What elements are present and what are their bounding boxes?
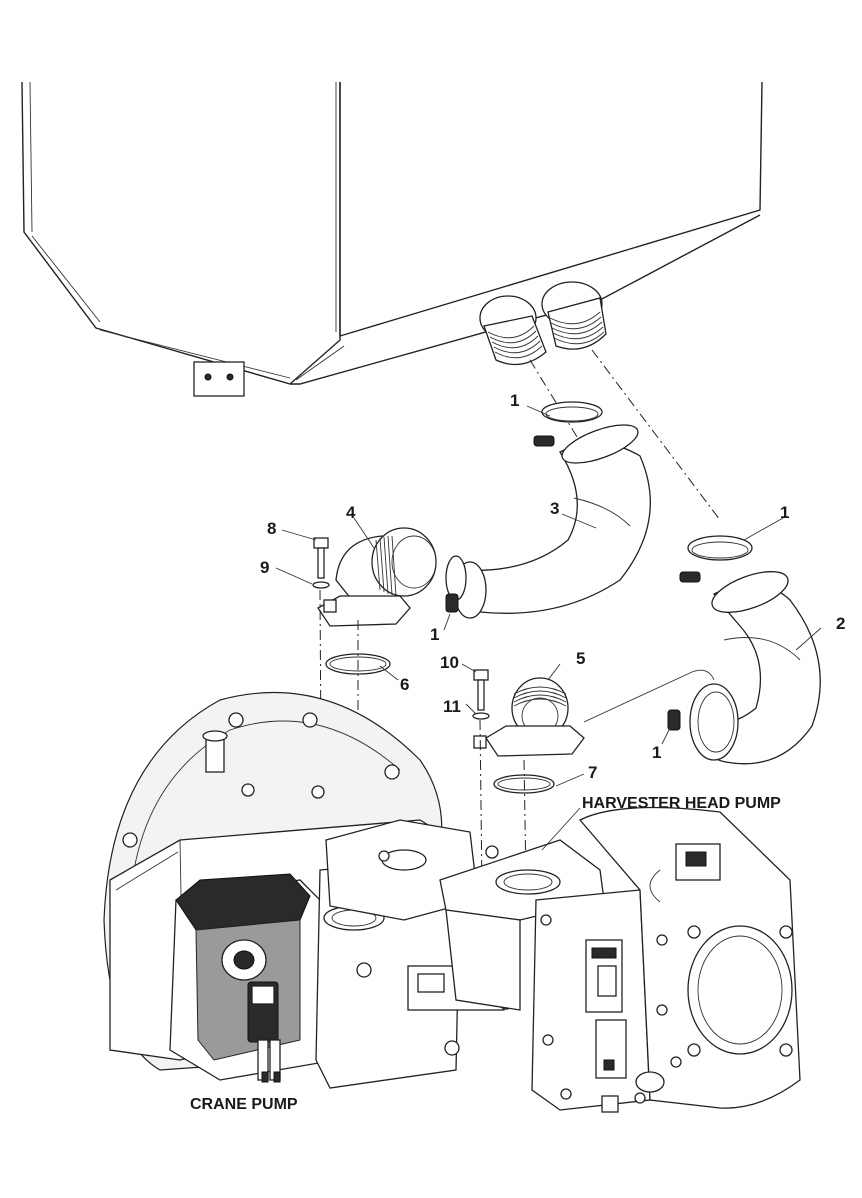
- callout-11: 11: [443, 697, 461, 716]
- callout-4: 4: [346, 503, 356, 522]
- harvester-head-pump-label: HARVESTER HEAD PUMP: [582, 795, 781, 812]
- callout-6: 6: [400, 675, 409, 694]
- callout-1-top: 1: [510, 391, 519, 410]
- crane-pump-label: CRANE PUMP: [190, 1096, 298, 1113]
- bolt-8: [313, 537, 329, 579]
- washer-9: [312, 581, 330, 589]
- hydraulic-tank: [21, 81, 763, 397]
- suction-hose-3: [453, 424, 651, 619]
- tank-mounting-bracket: [193, 361, 245, 397]
- suction-hose-2: [667, 571, 821, 765]
- callout-numbers: 1 1 2 3 1 1 4 5 6 7 8 9 10 11: [260, 391, 845, 782]
- callout-7: 7: [588, 763, 597, 782]
- washer-11: [472, 712, 490, 720]
- callout-1-right: 1: [780, 503, 789, 522]
- hose-clamp-left: [445, 555, 467, 613]
- callout-5: 5: [576, 649, 585, 668]
- callout-1-left: 1: [430, 625, 439, 644]
- hose-clamp-upper: [533, 401, 603, 447]
- callout-3: 3: [550, 499, 559, 518]
- callout-1-bottom: 1: [652, 743, 661, 762]
- callout-2: 2: [836, 614, 845, 633]
- elbow-flange-5: [473, 677, 585, 757]
- leader-lines: [275, 405, 822, 851]
- tank-outlet-fittings: [479, 281, 607, 366]
- hose-clamp-right: [679, 535, 753, 583]
- callout-8: 8: [267, 519, 276, 538]
- elbow-flange-4: [317, 527, 437, 627]
- bolt-10: [473, 669, 489, 711]
- callout-9: 9: [260, 558, 269, 577]
- pump-assembly: [103, 691, 801, 1113]
- callout-10: 10: [440, 653, 459, 672]
